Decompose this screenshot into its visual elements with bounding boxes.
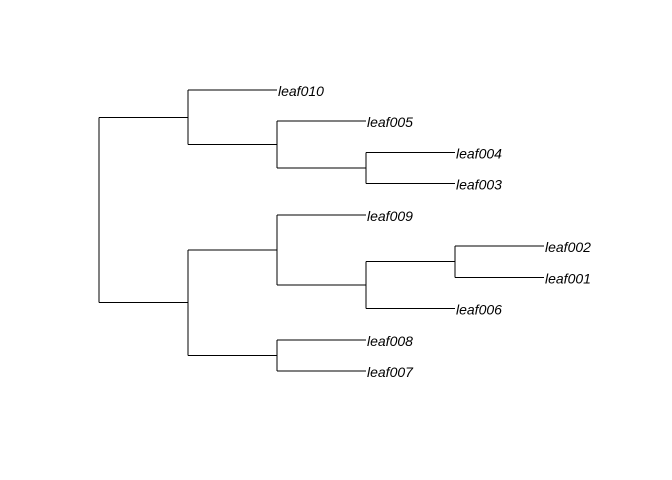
leaf-label-leaf001: leaf001 (545, 270, 591, 286)
leaf-label-leaf003: leaf003 (456, 177, 502, 193)
leaf-label-leaf002: leaf002 (545, 239, 591, 255)
leaf-label-leaf009: leaf009 (367, 208, 413, 224)
leaf-label-leaf007: leaf007 (367, 364, 414, 380)
leaf-labels: leaf010 leaf005 leaf004 leaf003 leaf009 … (278, 83, 591, 380)
leaf-label-leaf006: leaf006 (456, 302, 502, 318)
leaf-label-leaf008: leaf008 (367, 333, 413, 349)
tree-edges (98, 89, 544, 372)
leaf-label-leaf010: leaf010 (278, 83, 324, 99)
leaf-label-leaf005: leaf005 (367, 114, 413, 130)
leaf-label-leaf004: leaf004 (456, 145, 502, 161)
